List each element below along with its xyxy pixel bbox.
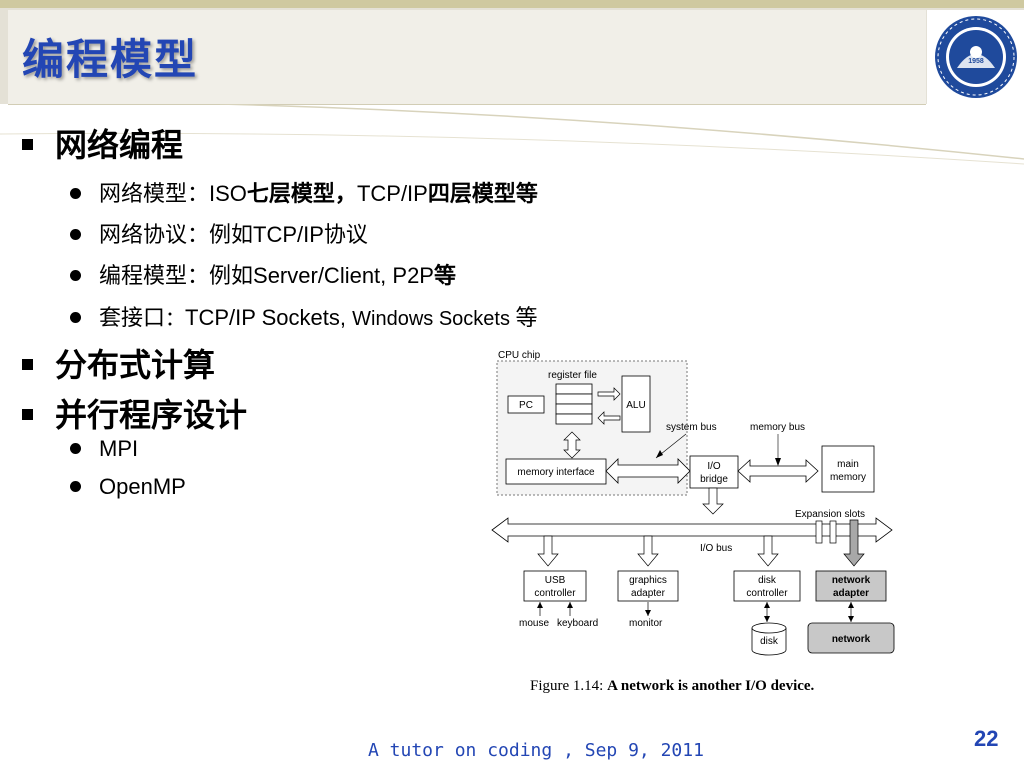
io-bus-arrow [491,517,893,543]
round-bullet-icon [70,480,81,492]
main-memory-box [821,445,875,493]
mouse-label: mouse [519,618,549,629]
register-file [555,383,593,425]
alu-box [621,375,651,433]
main-memory-label-2: memory [830,472,866,483]
bridge-to-iobus-arrow [702,487,724,515]
graphics-label-2: adapter [631,588,666,599]
alu-to-reg-arrow [597,411,621,425]
memory-bus-label: memory bus [750,422,805,433]
pc-label: PC [519,400,533,411]
graphics-adapter-box [617,570,679,602]
net-adapter-label-1: network [832,575,871,586]
memory-bus-arrow [737,459,819,483]
bullet-openmp: OpenMP [70,474,186,500]
bullet-parallel-programming: 并行程序设计 [22,390,247,436]
graphics-down-arrow [637,535,659,567]
expansion-slots-label: Expansion slots [795,509,865,520]
disk-ctrl-label-2: controller [746,588,788,599]
network-box [807,622,895,654]
bullet-distributed-computing: 分布式计算 [22,340,215,386]
monitor-label: monitor [629,618,663,629]
title-panel [8,10,926,105]
usb-down-arrow [537,535,559,567]
bullet-network-programming: 网络编程 [22,120,183,166]
network-down-arrow [843,519,865,567]
bullet-programming-model: 编程模型：例如Server/Client, P2P等 [70,258,456,290]
disk-ctrl-label-1: disk [758,575,777,586]
round-bullet-icon [70,269,81,281]
slide-title: 编程模型 [22,35,199,84]
bullet-network-model: 网络模型：ISO七层模型，TCP/IP四层模型等 [70,176,538,208]
disk-icon [751,622,787,656]
usb-label-1: USB [545,575,566,586]
io-bridge-box [689,455,739,489]
cpu-chip-label: CPU chip [498,350,541,361]
round-bullet-icon [70,311,81,323]
logo-year: 1958 [968,58,984,65]
bullet-mpi: MPI [70,436,138,462]
bullet-network-protocol: 网络协议：例如TCP/IP协议 [70,217,368,249]
bullet-sockets: 套接口：TCP/IP Sockets, Windows Sockets 等 [70,300,538,332]
page-number: 22 [974,726,999,751]
network-label: network [832,634,871,645]
disk-label: disk [760,636,779,647]
io-bus-label: I/O bus [700,543,732,554]
computer-architecture-diagram: CPU chip register file PC ALU memory int… [491,350,895,656]
main-memory-label-1: main [837,459,859,470]
reg-to-alu-arrow [597,387,621,401]
disk-controller-box [733,570,801,602]
round-bullet-icon [70,442,81,454]
university-logo: 1958 [927,10,1024,104]
expansion-slot [829,520,837,544]
decorative-curve [0,104,1024,165]
keyboard-label: keyboard [557,618,598,629]
pc-box [507,395,545,414]
disk-down-arrow [757,535,779,567]
square-bullet-icon [22,408,33,420]
graphics-label-1: graphics [629,575,667,586]
expansion-slot [815,520,823,544]
top-band [0,0,1024,8]
square-bullet-icon [22,358,33,370]
io-bridge-label-2: bridge [700,474,728,485]
register-file-label: register file [548,370,597,381]
usb-label-2: controller [534,588,576,599]
network-adapter-box [815,570,887,602]
internal-bus-arrow [563,431,581,459]
system-bus-label: system bus [666,422,717,433]
net-adapter-label-2: adapter [833,588,869,599]
round-bullet-icon [70,228,81,240]
square-bullet-icon [22,138,33,150]
usb-controller-box [523,570,587,602]
memory-interface-label: memory interface [517,467,595,478]
alu-label: ALU [626,400,645,411]
footer-text: A tutor on coding , Sep 9, 2011 [368,740,704,761]
figure-caption: Figure 1.14: A network is another I/O de… [530,678,815,694]
round-bullet-icon [70,187,81,199]
io-bridge-label-1: I/O [707,461,721,472]
